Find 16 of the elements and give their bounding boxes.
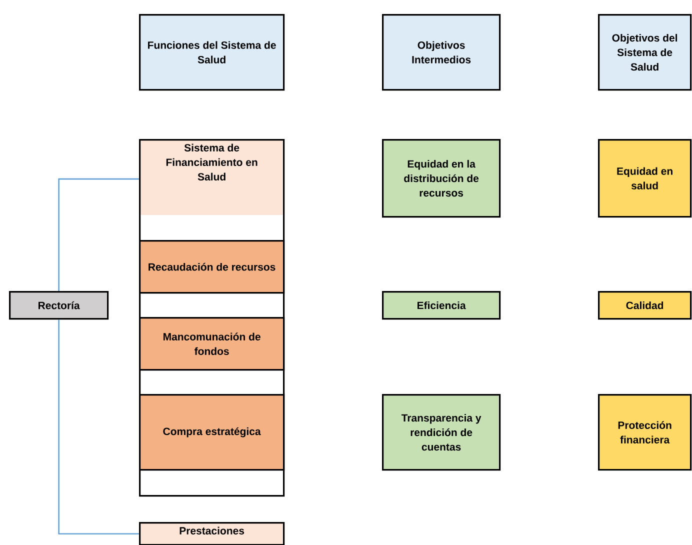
objective-box: Equidad en la distribución de recursos (382, 139, 501, 218)
function-box: Recaudación de recursos (139, 240, 285, 294)
objective-box: Calidad (598, 291, 692, 320)
connector-line (58, 320, 139, 534)
objective-box: Protección financiera (598, 394, 692, 471)
function-box: Mancomunación de fondos (139, 317, 285, 371)
governance-box: Rectoría (9, 291, 109, 320)
objective-box: Equidad en salud (598, 139, 692, 218)
function-box: Prestaciones (139, 522, 285, 545)
column-header-box: Objetivos del Sistema de Salud (598, 14, 692, 91)
objective-box: Eficiencia (382, 291, 501, 320)
function-box: Compra estratégica (139, 394, 285, 471)
column-header-box: Objetivos Intermedios (382, 14, 501, 91)
connector-line (58, 178, 139, 291)
column-header-box: Funciones del Sistema de Salud (139, 14, 285, 91)
objective-box: Transparencia y rendición de cuentas (382, 394, 501, 471)
